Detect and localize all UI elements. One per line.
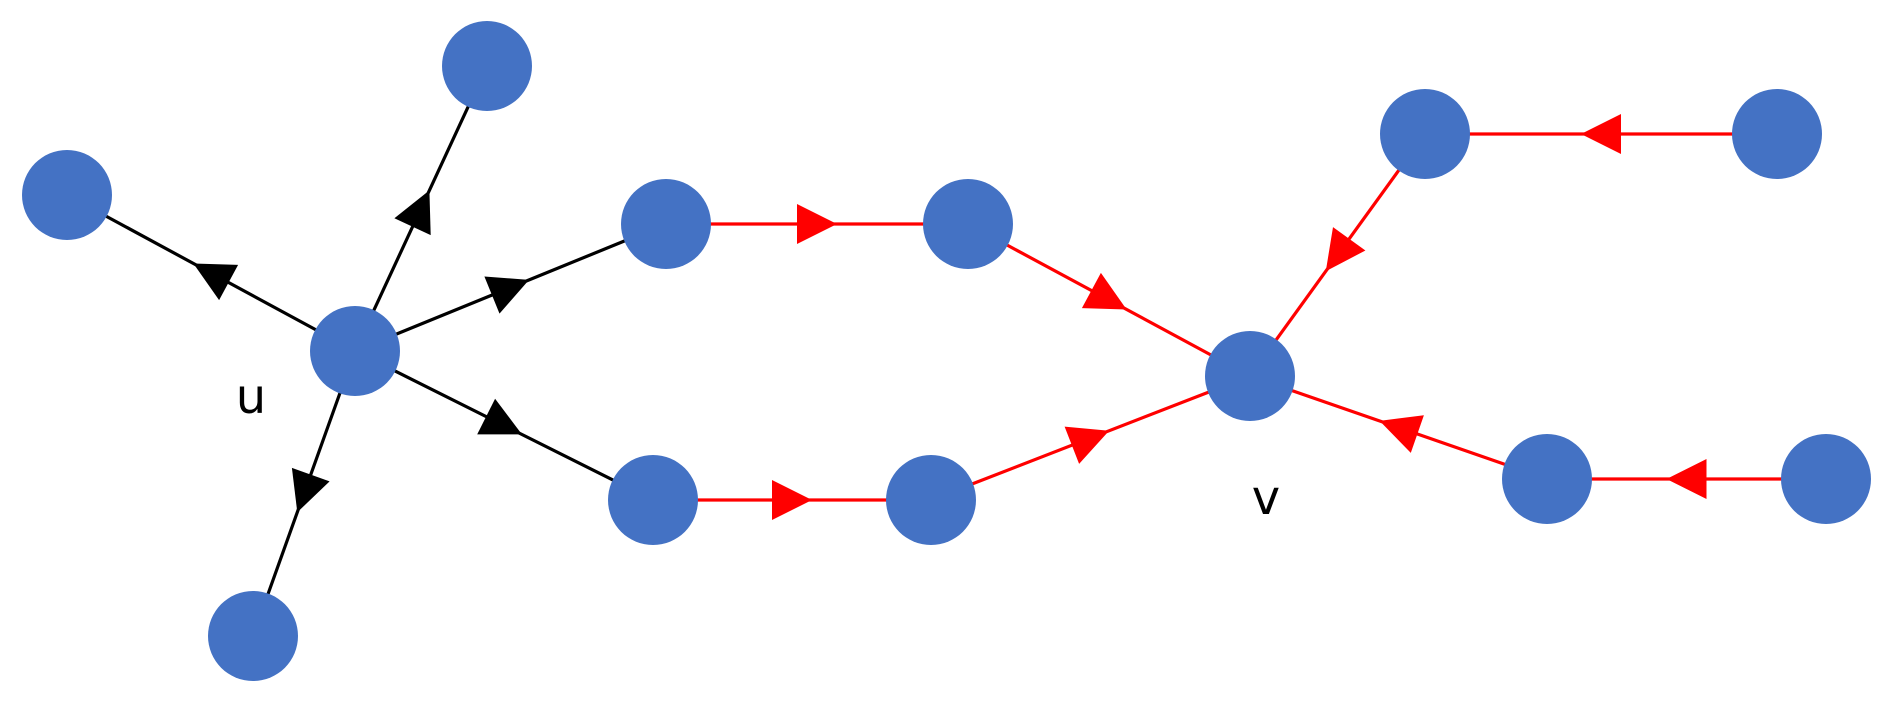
arrow-u-e — [291, 467, 330, 513]
node-v — [1205, 331, 1295, 421]
arrow-g-v — [1064, 426, 1110, 464]
node-l — [1781, 434, 1871, 524]
node-d — [608, 455, 698, 545]
node-i — [1380, 89, 1470, 179]
node-e — [208, 591, 298, 681]
node-k — [1502, 434, 1592, 524]
nodes-layer — [22, 21, 1871, 681]
arrow-i-v — [1325, 227, 1366, 272]
arrow-l-k — [1666, 459, 1707, 499]
node-u — [310, 306, 400, 396]
node-b — [442, 21, 532, 111]
arrow-u-b — [394, 190, 431, 236]
node-label-u: u — [236, 369, 266, 425]
arrow-k-v — [1379, 415, 1424, 453]
node-f — [923, 179, 1013, 269]
node-a — [22, 150, 112, 240]
arrow-u-d — [477, 398, 522, 435]
arrow-c-f — [797, 204, 837, 244]
arrow-u-a — [193, 263, 239, 301]
node-c — [621, 179, 711, 269]
arrow-d-g — [772, 480, 812, 520]
arrow-u-c — [484, 276, 529, 314]
arrow-f-v — [1081, 272, 1127, 310]
node-label-v: v — [1252, 470, 1280, 526]
arrow-j-i — [1581, 114, 1621, 154]
edges-layer — [104, 104, 1783, 597]
node-g — [886, 455, 976, 545]
node-j — [1732, 89, 1822, 179]
